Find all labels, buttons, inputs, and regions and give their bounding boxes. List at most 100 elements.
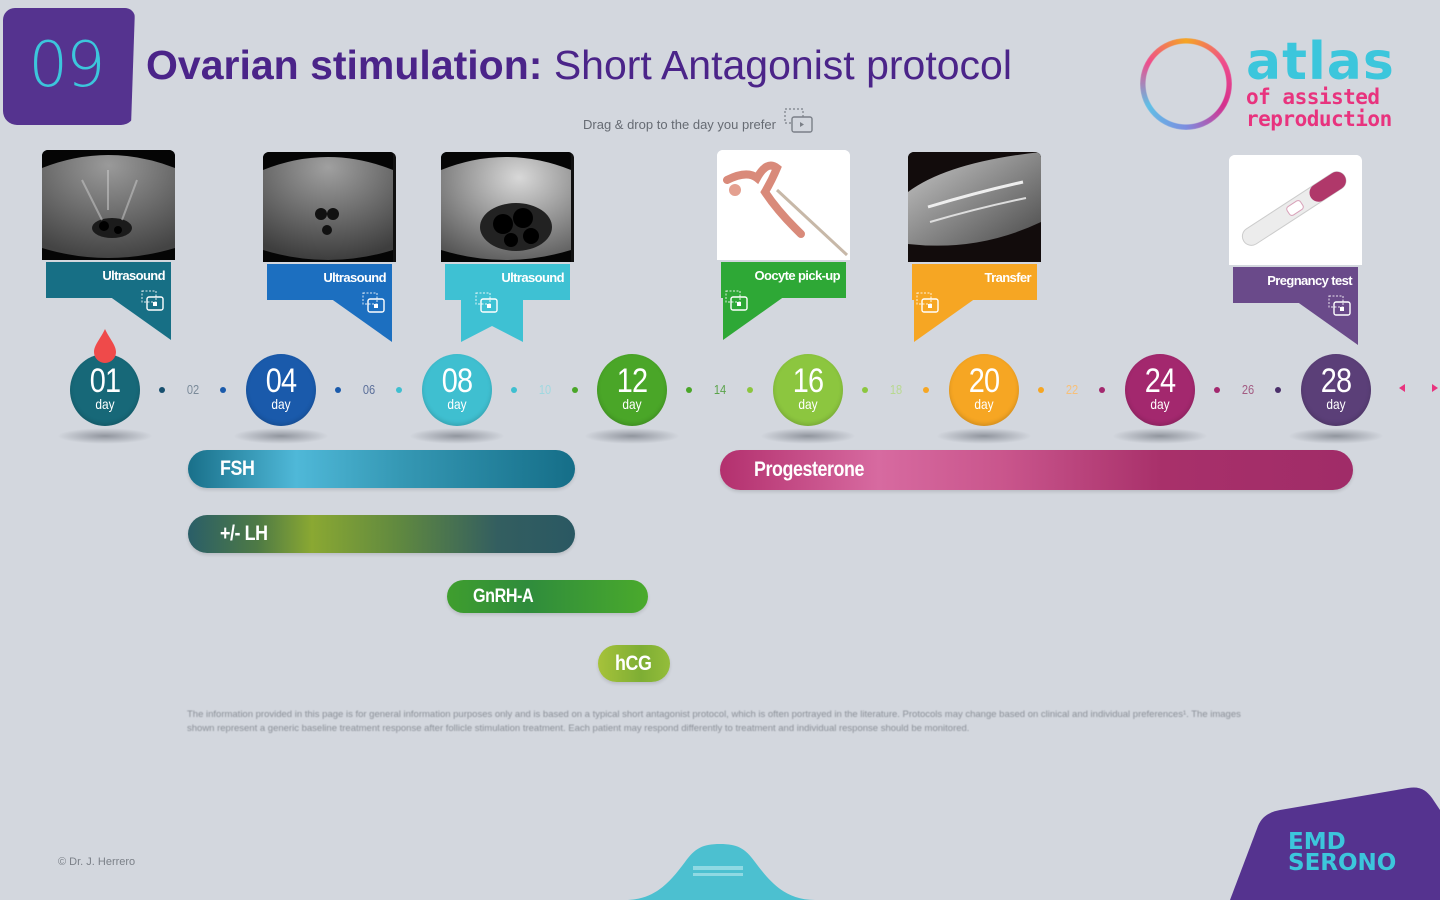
- intermediate-day-06[interactable]: 06: [362, 382, 376, 397]
- chapter-number: 09: [28, 28, 106, 101]
- drag-drop-icon[interactable]: [141, 290, 165, 312]
- procedure-card-band[interactable]: Ultrasound: [46, 262, 171, 340]
- procedure-card[interactable]: Ultrasound: [263, 152, 396, 342]
- intermediate-day-02[interactable]: 02: [186, 382, 200, 397]
- procedure-card[interactable]: Transfer: [908, 152, 1041, 342]
- day-shadow: [1288, 428, 1384, 444]
- medication-bar-gnrh-a[interactable]: GnRH-A: [447, 580, 648, 613]
- transfer-ultrasound-image: [908, 152, 1041, 262]
- procedure-card-band[interactable]: Ultrasound: [445, 264, 570, 342]
- timeline-dot: [686, 387, 692, 393]
- day-number: 16: [792, 362, 824, 400]
- blood-drop-icon: [94, 329, 116, 363]
- intermediate-day-14[interactable]: 14: [713, 382, 727, 397]
- medication-bar-lh[interactable]: +/- LH: [188, 515, 575, 553]
- procedure-card-label: Pregnancy test: [1267, 273, 1352, 288]
- prev-arrow-icon[interactable]: [1399, 384, 1405, 392]
- day-label: day: [271, 396, 291, 412]
- procedure-card-band[interactable]: Transfer: [912, 264, 1037, 342]
- procedure-card-label: Ultrasound: [102, 268, 165, 283]
- day-label: day: [798, 396, 818, 412]
- intermediate-day-10[interactable]: 10: [538, 382, 551, 397]
- timeline-dot: [335, 387, 341, 393]
- next-arrow-icon[interactable]: [1432, 384, 1438, 392]
- menu-handle-icon: [693, 866, 743, 876]
- timeline-dot: [396, 387, 402, 393]
- medication-label: GnRH-A: [473, 585, 534, 607]
- medication-label: Progesterone: [754, 458, 864, 481]
- timeline-dot: [159, 387, 165, 393]
- procedure-card-band[interactable]: Oocyte pick-up: [721, 262, 846, 340]
- drag-drop-icon[interactable]: [725, 290, 749, 312]
- medication-bar-fsh[interactable]: FSH: [188, 450, 575, 488]
- logo-ring-icon: [1140, 38, 1232, 130]
- page-title-light: Short Antagonist protocol: [553, 42, 1012, 88]
- medication-bar-hcg[interactable]: hCG: [598, 645, 670, 682]
- day-shadow: [936, 428, 1032, 444]
- procedure-card-label: Ultrasound: [323, 270, 386, 285]
- logo-subtitle: of assisted reproduction: [1246, 86, 1392, 130]
- procedure-card-label: Oocyte pick-up: [754, 268, 840, 283]
- ultrasound-early-follicles-image: [263, 152, 396, 262]
- day-shadow: [760, 428, 856, 444]
- intermediate-day-18[interactable]: 18: [889, 382, 903, 397]
- drag-drop-icon[interactable]: [475, 292, 499, 314]
- bottom-menu-tab[interactable]: [625, 842, 815, 900]
- day-label: day: [974, 396, 994, 412]
- logo-subtitle-line2: reproduction: [1246, 107, 1392, 131]
- timeline-dot: [923, 387, 929, 393]
- copyright-text: © Dr. J. Herrero: [58, 856, 136, 868]
- hint-text: Drag & drop to the day you prefer: [583, 116, 776, 132]
- timeline-dot: [220, 387, 226, 393]
- day-number: 08: [441, 362, 473, 400]
- brand-line2: SERONO: [1288, 850, 1397, 876]
- page-title-bold: Ovarian stimulation:: [146, 42, 543, 88]
- card-pointer-tail: [1294, 301, 1358, 345]
- drag-drop-icon[interactable]: [1328, 295, 1352, 317]
- timeline-dot: [1275, 387, 1281, 393]
- ultrasound-mature-follicles-image: [441, 152, 574, 262]
- ultrasound-baseline-image: [42, 150, 175, 260]
- drag-drop-icon: [784, 108, 813, 133]
- day-number: 28: [1320, 362, 1352, 400]
- intermediate-day-22[interactable]: 22: [1065, 382, 1079, 397]
- medication-label: hCG: [615, 651, 652, 675]
- intermediate-day-26[interactable]: 26: [1241, 382, 1255, 397]
- procedure-card-band[interactable]: Pregnancy test: [1233, 267, 1358, 345]
- medication-bar-progesterone[interactable]: Progesterone: [720, 450, 1353, 490]
- procedure-card[interactable]: Pregnancy test: [1229, 155, 1362, 345]
- procedure-card[interactable]: Ultrasound: [42, 150, 175, 340]
- brand-corner-shape: [1230, 787, 1440, 900]
- day-shadow: [584, 428, 680, 444]
- medication-label: FSH: [220, 457, 255, 480]
- chapter-number-badge: 09: [3, 8, 135, 125]
- day-label: day: [95, 396, 115, 412]
- timeline-dot: [1214, 387, 1220, 393]
- day-shadow: [57, 428, 153, 444]
- drag-drop-icon[interactable]: [362, 292, 386, 314]
- drag-drop-icon[interactable]: [916, 292, 940, 314]
- day-number: 20: [968, 362, 1000, 400]
- procedure-card-label: Transfer: [984, 270, 1031, 285]
- procedure-card-band[interactable]: Ultrasound: [267, 264, 392, 342]
- procedure-card[interactable]: Oocyte pick-up: [717, 150, 850, 340]
- timeline-dot: [862, 387, 868, 393]
- procedure-card[interactable]: Ultrasound: [441, 152, 574, 342]
- day-shadow: [409, 428, 505, 444]
- day-label: day: [622, 396, 642, 412]
- pregnancy-test-image: [1229, 155, 1362, 265]
- timeline-dot: [571, 387, 578, 393]
- day-number: 24: [1144, 362, 1176, 400]
- card-pointer-tail: [912, 298, 976, 342]
- medication-label: +/- LH: [220, 522, 268, 545]
- oocyte-pickup-illustration: [717, 150, 850, 260]
- day-shadow: [233, 428, 329, 444]
